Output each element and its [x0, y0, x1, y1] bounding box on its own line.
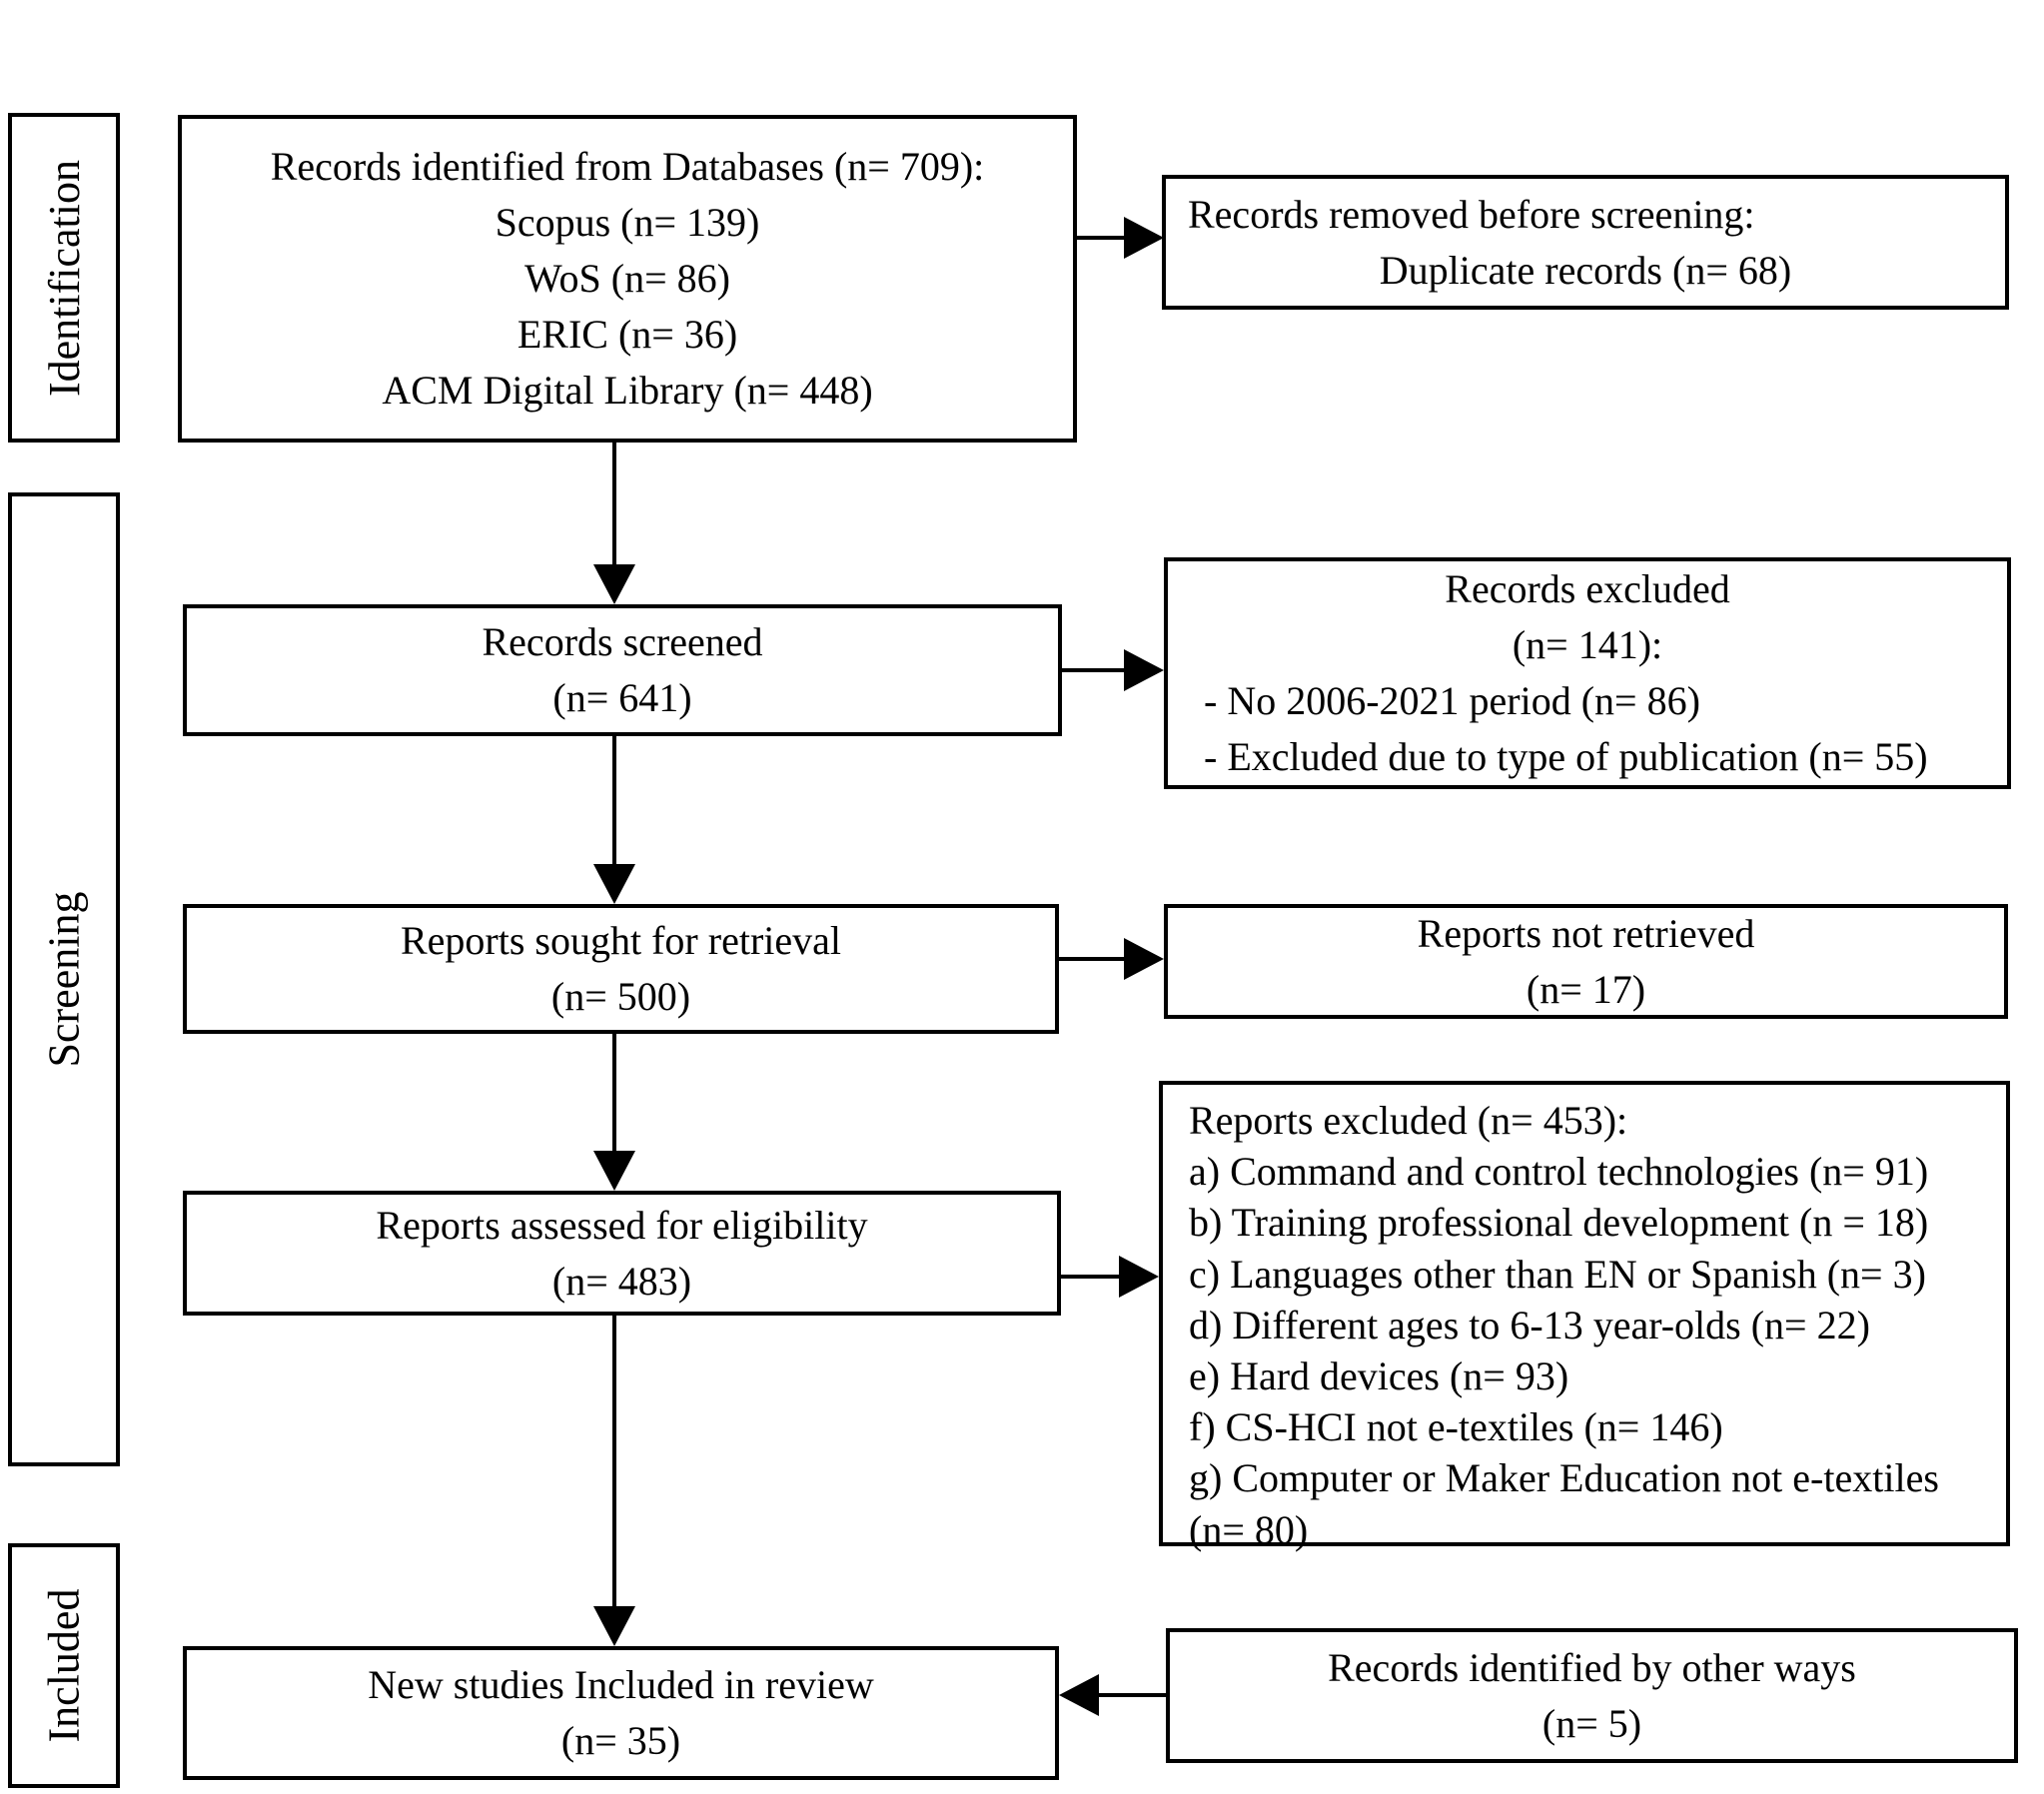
box-records-other-ways: Records identified by other ways (n= 5)	[1166, 1628, 2018, 1763]
box-line: - No 2006-2021 period (n= 86)	[1204, 678, 1700, 723]
box-new-studies-included: New studies Included in review (n= 35)	[183, 1646, 1059, 1780]
arrow-line	[1077, 236, 1124, 240]
arrow-line	[1059, 957, 1126, 961]
stage-included: Included	[8, 1543, 120, 1788]
box-reports-sought: Reports sought for retrieval (n= 500)	[183, 904, 1059, 1034]
box-line: (n= 641)	[552, 675, 692, 720]
arrow-head-left-icon	[1059, 1674, 1099, 1716]
box-line: g) Computer or Maker Education not e-tex…	[1189, 1455, 1939, 1552]
box-title: Records removed before screening:	[1188, 191, 1755, 237]
box-line: Reports not retrieved	[1417, 910, 1755, 956]
stage-screening: Screening	[8, 492, 120, 1466]
arrow-line	[612, 736, 616, 866]
arrow-head-right-icon	[1124, 217, 1164, 259]
arrow-head-right-icon	[1119, 1256, 1159, 1298]
arrow-head-down-icon	[593, 864, 635, 904]
box-line: a) Command and control technologies (n= …	[1189, 1149, 1929, 1195]
box-reports-excluded: Reports excluded (n= 453): a) Command an…	[1159, 1081, 2010, 1552]
arrow-line	[1097, 1693, 1166, 1697]
box-title: Records excluded	[1445, 566, 1730, 611]
box-line: (n= 35)	[560, 1718, 681, 1763]
stage-identification: Identification	[8, 113, 120, 443]
arrow-line	[1062, 668, 1126, 672]
arrow-line	[1061, 1275, 1121, 1279]
box-records-removed: Records removed before screening: Duplic…	[1162, 175, 2009, 310]
box-line: New studies Included in review	[368, 1662, 874, 1707]
box-line: Reports assessed for eligibility	[376, 1202, 868, 1248]
arrow-head-down-icon	[593, 1606, 635, 1646]
box-line: c) Languages other than EN or Spanish (n…	[1189, 1251, 1926, 1297]
box-title: Reports excluded (n= 453):	[1189, 1098, 1628, 1143]
box-line: ACM Digital Library (n= 448)	[382, 368, 873, 413]
box-reports-assessed: Reports assessed for eligibility (n= 483…	[183, 1191, 1061, 1316]
box-line: (n= 141):	[1512, 622, 1663, 667]
arrow-line	[612, 1034, 616, 1153]
box-line: - Excluded due to type of publication (n…	[1204, 734, 1928, 779]
arrow-head-down-icon	[593, 564, 635, 604]
box-line: d) Different ages to 6-13 year-olds (n= …	[1189, 1302, 1870, 1347]
box-reports-not-retrieved: Reports not retrieved (n= 17)	[1164, 904, 2008, 1019]
box-records-identified: Records identified from Databases (n= 70…	[178, 115, 1077, 443]
box-line: b) Training professional development (n …	[1189, 1200, 1929, 1246]
box-title: Records identified from Databases (n= 70…	[270, 144, 985, 189]
box-line: f) CS-HCI not e-textiles (n= 146)	[1189, 1404, 1723, 1450]
box-line: e) Hard devices (n= 93)	[1189, 1352, 1569, 1398]
arrow-head-right-icon	[1124, 649, 1164, 691]
box-line: Scopus (n= 139)	[495, 200, 760, 245]
arrow-line	[612, 443, 616, 566]
box-line: (n= 483)	[551, 1258, 692, 1304]
box-line: (n= 500)	[550, 974, 691, 1019]
box-line: Records identified by other ways	[1328, 1644, 1856, 1690]
stage-included-label: Included	[39, 1588, 89, 1743]
arrow-line	[612, 1316, 616, 1608]
box-line: Reports sought for retrieval	[401, 918, 841, 963]
arrow-head-right-icon	[1124, 938, 1164, 980]
box-line: ERIC (n= 36)	[516, 312, 738, 357]
stage-identification-label: Identification	[39, 159, 89, 397]
stage-screening-label: Screening	[39, 891, 89, 1068]
box-line: (n= 17)	[1526, 966, 1646, 1012]
box-line: WoS (n= 86)	[524, 256, 730, 301]
box-records-screened: Records screened (n= 641)	[183, 604, 1062, 736]
box-line: (n= 5)	[1541, 1700, 1642, 1746]
arrow-head-down-icon	[593, 1151, 635, 1191]
box-line: Duplicate records (n= 68)	[1379, 247, 1792, 293]
box-records-excluded: Records excluded (n= 141): - No 2006-202…	[1164, 557, 2011, 789]
box-line: Records screened	[482, 619, 763, 664]
